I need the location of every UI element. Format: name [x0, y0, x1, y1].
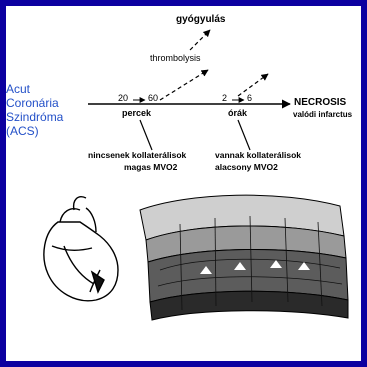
collateral1-line2: magas MVO2: [124, 162, 177, 172]
collateral-line-2: [238, 120, 250, 150]
thrombolysis-label: thrombolysis: [150, 53, 201, 63]
right-dashed-arrow: [238, 74, 268, 96]
necrosis-label: NECROSIS: [294, 97, 346, 108]
window2-from: 2: [222, 93, 227, 103]
myocardial-wall-illustration: [140, 195, 348, 320]
healing-label: gyógyulás: [176, 14, 225, 25]
collateral2-line2: alacsony MVO2: [215, 162, 278, 172]
therapy-arrow: [160, 70, 208, 100]
heart-icon: [44, 197, 118, 301]
window1-from: 20: [118, 93, 128, 103]
necrosis-sublabel: valódi infarctus: [293, 110, 352, 119]
window2-unit: órák: [228, 108, 247, 118]
collateral2-line1: vannak kollaterálisok: [215, 150, 301, 160]
collateral1-line1: nincsenek kollaterálisok: [88, 150, 186, 160]
healing-arrow: [190, 30, 210, 50]
window2-to: 6: [247, 93, 252, 103]
collateral-line-1: [140, 120, 152, 150]
window1-unit: percek: [122, 108, 151, 118]
window1-to: 60: [148, 93, 158, 103]
